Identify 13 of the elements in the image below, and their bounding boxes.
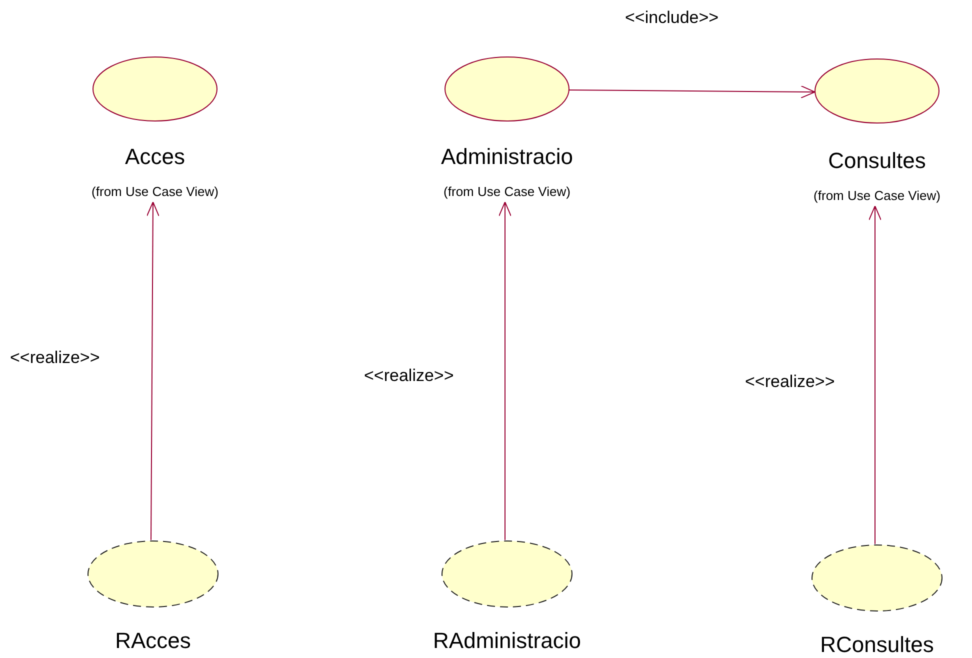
use-case-name: RAcces [115, 628, 191, 654]
dependency-arrow [498, 202, 512, 540]
package-note: (from Use Case View) [444, 184, 570, 200]
package-note: (from Use Case View) [814, 188, 940, 204]
use-case-name: Acces [125, 144, 185, 170]
use-case-name: Administracio [440, 144, 574, 170]
dependency-arrow [146, 202, 160, 540]
use-case-name: RConsultes [820, 632, 934, 658]
package-note: (from Use Case View) [92, 184, 218, 200]
dependency-arrow [568, 85, 816, 98]
use-case-name: Consultes [828, 148, 926, 174]
use-case-name: RAdministracio [433, 628, 581, 654]
dependency-arrow [868, 206, 882, 544]
